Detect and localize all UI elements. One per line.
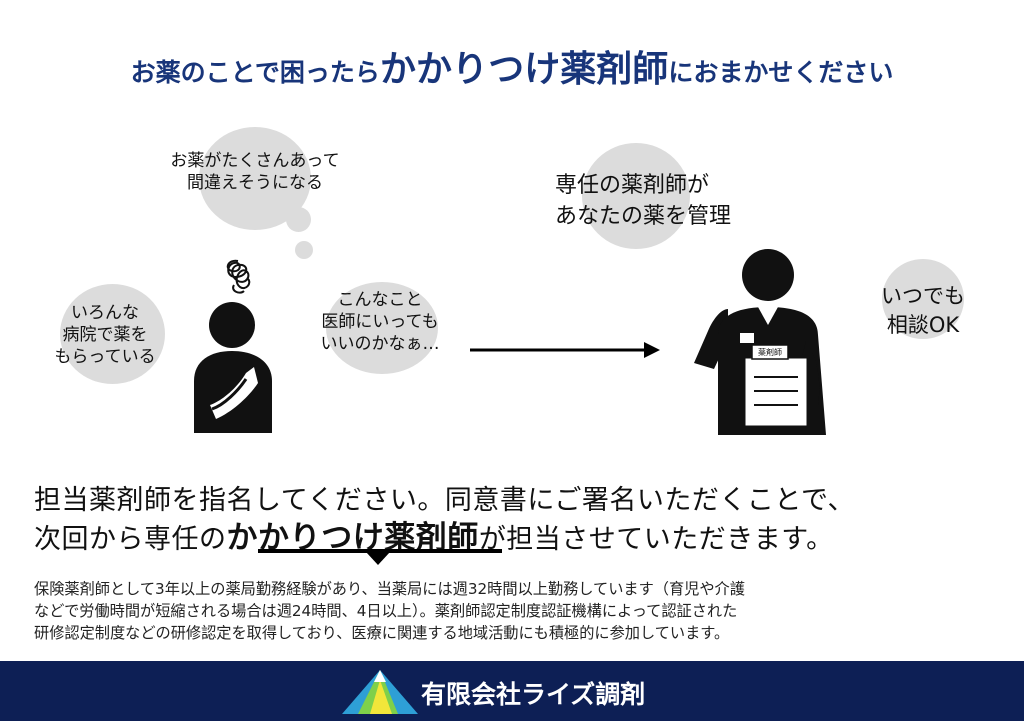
bubble-text-left: いろんな 病院で薬を もらっている: [30, 302, 180, 368]
consult-line1: いつでも: [881, 284, 965, 308]
bubble-left-line3: もらっている: [54, 347, 156, 367]
headline: お薬のことで困ったらかかりつけ薬剤師におまかせください: [0, 40, 1024, 92]
bubble-top-line2: 間違えそうになる: [187, 173, 323, 193]
main-line2-after: が担当させていただきます。: [478, 524, 834, 555]
pharmacist-badge-text: 薬剤師: [758, 348, 782, 357]
thought-cloud-right: [326, 282, 438, 374]
headline-emphasis: かかりつけ薬剤師: [379, 49, 669, 90]
bubble-right-line3: いいのかなぁ…: [320, 334, 440, 354]
pharmacist-caption-line2: あなたの薬を管理: [555, 204, 732, 229]
arrow-right-icon: [470, 342, 660, 358]
pharmacist-figure-icon: [694, 249, 826, 435]
thought-cloud-dot-2: [295, 241, 313, 259]
main-message-line1: 担当薬剤師を指名してください。同意書にご署名いただくことで、: [34, 485, 855, 516]
note-line1: 保険薬剤師として3年以上の薬局勤務経験があり、当薬局には週32時間以上勤務してい…: [34, 580, 745, 598]
bubble-left-line1: いろんな: [71, 303, 139, 323]
pointer-triangle-icon: [366, 552, 390, 565]
headline-part3: におまかせください: [668, 58, 894, 87]
note-line3: 研修認定制度などの研修認定を取得しており、医療に関連する地域活動にも積極的に参加…: [34, 624, 730, 642]
footer-bar: [0, 661, 1024, 721]
emphasis-underline: [258, 549, 502, 553]
main-message-line2: 次回から専任のかかりつけ薬剤師が担当させていただきます。: [34, 512, 834, 557]
main-line2-before: 次回から専任の: [34, 524, 227, 555]
consult-line2: 相談OK: [886, 313, 960, 337]
bubble-left-line2: 病院で薬を: [62, 325, 148, 345]
bubble-top-line1: お薬がたくさんあって: [170, 151, 340, 171]
company-name: 有限会社ライズ調剤: [421, 680, 646, 709]
headline-part1: お薬のことで困ったら: [130, 58, 380, 87]
mountain-logo-icon: [342, 670, 418, 714]
pharmacist-cloud: [582, 143, 690, 249]
bubble-text-top: お薬がたくさんあって 間違えそうになる: [140, 150, 370, 194]
worried-patient-icon: [194, 259, 272, 433]
note-line2: などで労働時間が短縮される場合は週24時間、4日以上）。薬剤師認定制度認証機構に…: [34, 602, 738, 620]
pharmacist-caption-line1: 専任の薬剤師が: [555, 173, 710, 198]
bubble-right-line1: こんなこと: [337, 290, 423, 310]
thought-cloud-dot-1: [286, 207, 311, 232]
bubble-right-line2: 医師にいっても: [321, 312, 439, 332]
thought-cloud-left: [60, 284, 165, 384]
consult-cloud: [882, 259, 964, 339]
bubble-text-right: こんなこと 医師にいっても いいのかなぁ…: [300, 289, 460, 355]
qualification-note: 保険薬剤師として3年以上の薬局勤務経験があり、当薬局には週32時間以上勤務してい…: [34, 578, 994, 644]
pharmacist-caption: 専任の薬剤師が あなたの薬を管理: [555, 170, 731, 232]
consult-bubble-text: いつでも 相談OK: [860, 282, 986, 340]
